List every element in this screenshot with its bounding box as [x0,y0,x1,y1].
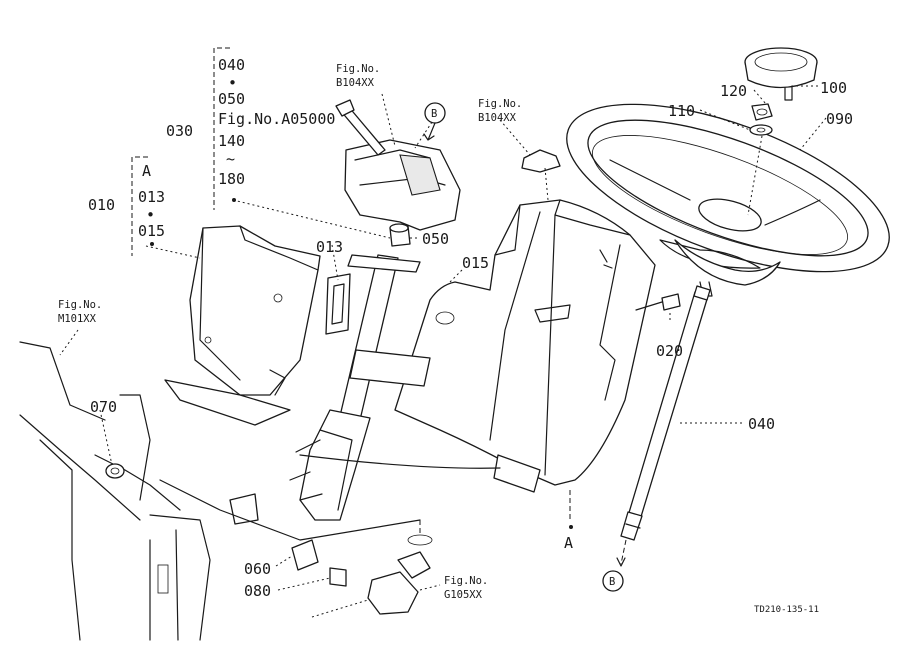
bolt-020 [635,293,681,311]
nut [751,103,773,121]
combination-switch [335,99,461,231]
group-010-separator: • [146,206,155,224]
part-label-060: 060 [244,560,271,578]
group-010-number: 010 [88,196,115,214]
group-bracket-030 [213,47,230,210]
group-030-item-1: 040 [218,56,245,74]
part-label-100: 100 [820,79,847,97]
fig-ref-bottom-line2: G105XX [444,589,483,601]
bushing [389,223,411,247]
part-label-020: 020 [656,342,683,360]
part-label-110: 110 [668,102,695,120]
part-label-090: 090 [826,110,853,128]
part-label-015: 015 [462,254,489,272]
steering-column [289,254,431,521]
fig-ref-top-b-line1: Fig.No. [478,98,522,110]
group-010-dot [150,242,154,246]
ref-b-label-bottom: B [609,576,615,588]
group-bracket-010 [131,156,148,256]
part-label-050: 050 [422,230,449,248]
part-label-120: 120 [720,82,747,100]
group-030-item-4: 140 [218,132,245,150]
group-030-dot [232,198,236,202]
dash-panel-left [164,225,321,426]
left-frame [19,341,421,641]
fig-ref-bottom-line1: Fig.No. [444,575,488,587]
part-label-013: 013 [316,238,343,256]
fig-ref-top-b-line2: B104XX [478,112,517,124]
universal-joint [291,520,433,615]
washer [749,124,773,136]
steering-shaft [616,285,711,567]
fig-ref-top-a-line1: Fig.No. [336,63,380,75]
group-030-number: 030 [166,122,193,140]
leader-lines [59,85,827,618]
part-label-040: 040 [748,415,775,433]
group-010-item-3: 015 [138,222,165,240]
top-bracket [521,149,561,201]
group-030-item-2: 050 [218,90,245,108]
fig-ref-left-line2: M101XX [58,313,97,325]
group-030-item-3: Fig.No.A05000 [218,110,335,128]
ref-b-callout-top [423,102,446,141]
ref-b-label-top: B [431,108,437,120]
bracket-013 [325,273,351,335]
fig-ref-left-line1: Fig.No. [58,299,102,311]
horn-cap [744,47,818,101]
group-030-separator-1: • [228,74,237,92]
ref-a-label: A [564,534,573,552]
dash-panel-right [394,199,656,522]
steering-wheel [566,103,890,297]
drawing-code: TD210-135-11 [754,605,819,615]
ref-b-callout-bottom [602,570,624,592]
group-030-item-5: ~ [226,150,235,168]
part-label-070: 070 [90,398,117,416]
fig-ref-top-a-line2: B104XX [336,77,375,89]
group-010-item-1: A [142,162,151,180]
ref-a-dot [569,525,573,529]
group-010-item-2: 013 [138,188,165,206]
part-label-080: 080 [244,582,271,600]
group-030-item-6: 180 [218,170,245,188]
